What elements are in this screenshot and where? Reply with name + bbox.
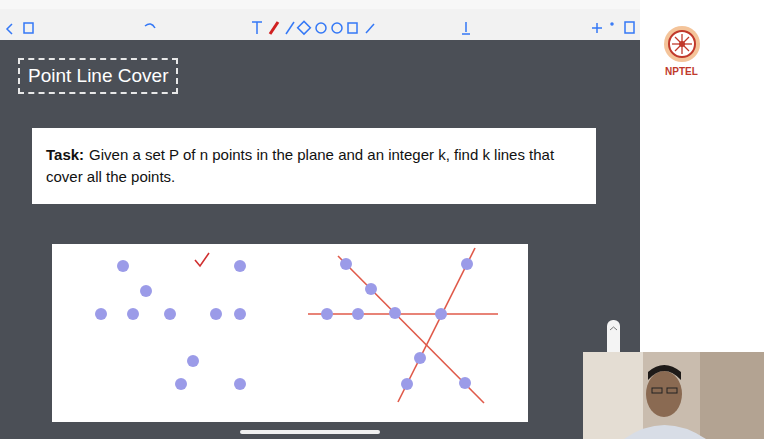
- lasso-icon: [316, 23, 326, 33]
- text-tool-icon: [252, 22, 262, 34]
- toolbar: [0, 0, 640, 40]
- presenter-head: [646, 371, 682, 417]
- more-icon: [611, 23, 613, 25]
- point: [461, 258, 473, 270]
- back-icon: [7, 24, 12, 34]
- point: [389, 307, 401, 319]
- point: [401, 378, 413, 390]
- cover-line: [338, 256, 484, 403]
- pencil-icon: [286, 22, 294, 34]
- slide-title: Point Line Cover: [18, 58, 178, 94]
- point: [117, 260, 129, 272]
- point: [365, 283, 377, 295]
- point: [234, 378, 246, 390]
- point: [140, 285, 152, 297]
- pen-icon: [270, 22, 278, 34]
- point: [414, 352, 426, 364]
- shape-icon: [332, 23, 342, 33]
- point: [187, 355, 199, 367]
- add-icon: [592, 23, 602, 33]
- point: [95, 308, 107, 320]
- cover-line: [308, 313, 498, 315]
- point: [164, 308, 176, 320]
- cover-lines: [308, 248, 498, 403]
- point: [175, 378, 187, 390]
- point: [459, 377, 471, 389]
- image-icon: [348, 23, 357, 33]
- check-mark: [195, 253, 209, 266]
- logo-label: NPTEL: [665, 66, 698, 77]
- right-point-set: [321, 258, 473, 390]
- left-point-set: [95, 260, 246, 390]
- task-box: Task:Given a set P of n points in the pl…: [32, 128, 596, 204]
- point: [340, 258, 352, 270]
- point: [234, 308, 246, 320]
- webcam-frame: [583, 352, 764, 439]
- logo-wheel: [669, 31, 695, 57]
- mic-icon: [462, 22, 470, 34]
- cover-line: [398, 248, 475, 402]
- point: [352, 308, 364, 320]
- point: [234, 260, 246, 272]
- highlighter-icon: [366, 24, 374, 33]
- illustration-panel: [52, 244, 528, 422]
- toolbar-icons: [7, 21, 634, 34]
- status-bar: [0, 0, 640, 9]
- presenter-shirt: [624, 425, 706, 439]
- chalkboard: [0, 0, 640, 439]
- task-text: Given a set P of n points in the plane a…: [46, 146, 554, 185]
- logo-ring: [664, 26, 700, 62]
- task-heading: Task:: [46, 146, 84, 163]
- pages-icon: [625, 22, 634, 33]
- point: [210, 308, 222, 320]
- webcam-inset: [583, 352, 764, 439]
- nptel-logo: [664, 26, 700, 62]
- home-indicator: [240, 430, 380, 434]
- point: [321, 308, 333, 320]
- undo-icon: [145, 24, 155, 28]
- share-icon: [24, 23, 33, 33]
- point: [127, 308, 139, 320]
- point: [435, 308, 447, 320]
- eraser-icon: [298, 21, 311, 34]
